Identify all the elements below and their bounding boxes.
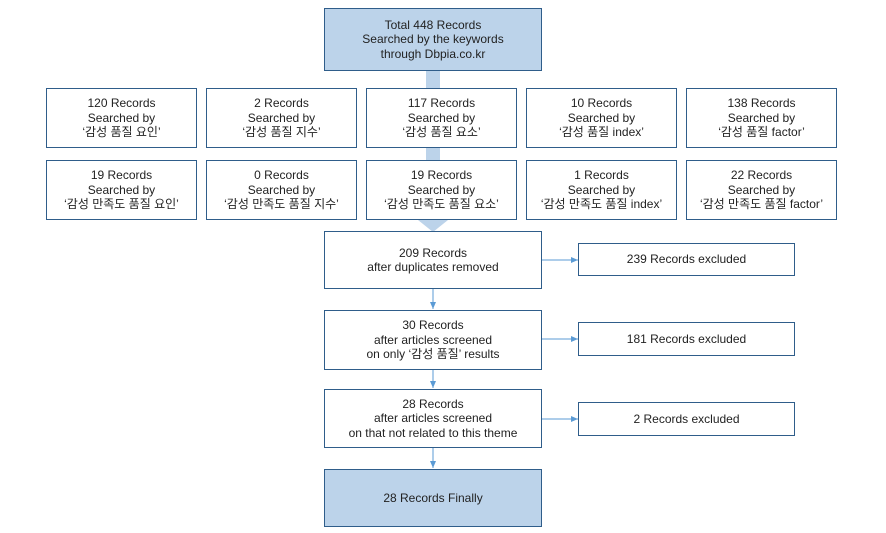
search-by-label: Searched by <box>407 182 476 197</box>
excluded-count: 2 Records excluded <box>633 411 740 426</box>
excluded-count: 181 Records excluded <box>626 331 747 346</box>
search-count: 22 Records <box>730 168 793 183</box>
search-box-row1-col2: 2 Records Searched by ‘감성 품질 지수’ <box>206 88 357 148</box>
search-box-row2-col3: 19 Records Searched by ‘감성 만족도 품질 요소’ <box>366 160 517 220</box>
search-by-label: Searched by <box>87 182 156 197</box>
search-by-label: Searched by <box>567 182 636 197</box>
step-count: 28 Records <box>402 396 464 411</box>
step-count: 30 Records <box>402 318 464 333</box>
search-count: 117 Records <box>407 96 476 111</box>
search-by-label: Searched by <box>247 182 316 197</box>
excluded-box-2: 181 Records excluded <box>578 322 795 356</box>
screened-gamseong-box: 30 Records after articles screened on on… <box>324 310 542 370</box>
search-keyword: ‘감성 품질 요인’ <box>82 125 161 140</box>
step-description: on that not related to this theme <box>348 425 518 440</box>
step-description: on only ‘감성 품질’ results <box>366 347 500 362</box>
search-box-row1-col3: 117 Records Searched by ‘감성 품질 요소’ <box>366 88 517 148</box>
search-by-label: Searched by <box>247 110 316 125</box>
step-description: after duplicates removed <box>367 260 499 274</box>
final-records-label: 28 Records Finally <box>383 490 483 505</box>
search-keyword: ‘감성 만족도 품질 지수’ <box>224 197 339 212</box>
search-count: 138 Records <box>727 96 796 111</box>
search-by-label: Searched by <box>567 110 636 125</box>
search-box-row2-col1: 19 Records Searched by ‘감성 만족도 품질 요인’ <box>46 160 197 220</box>
search-count: 0 Records <box>254 168 309 183</box>
search-count: 19 Records <box>410 168 473 183</box>
total-records-box: Total 448 Records Searched by the keywor… <box>324 8 542 71</box>
search-box-row2-col5: 22 Records Searched by ‘감성 만족도 품질 factor… <box>686 160 837 220</box>
search-count: 1 Records <box>574 168 629 183</box>
search-keyword: ‘감성 만족도 품질 factor’ <box>699 197 824 212</box>
search-box-row1-col4: 10 Records Searched by ‘감성 품질 index’ <box>526 88 677 148</box>
search-box-row1-col1: 120 Records Searched by ‘감성 품질 요인’ <box>46 88 197 148</box>
search-keyword: ‘감성 만족도 품질 요인’ <box>64 197 179 212</box>
search-box-row2-col2: 0 Records Searched by ‘감성 만족도 품질 지수’ <box>206 160 357 220</box>
search-keyword: ‘감성 만족도 품질 index’ <box>540 197 663 212</box>
search-count: 2 Records <box>254 96 309 111</box>
search-keyword: ‘감성 품질 요소’ <box>402 125 481 140</box>
duplicates-removed-box: 209 Records after duplicates removed <box>324 231 542 289</box>
search-keyword: ‘감성 품질 factor’ <box>718 125 805 140</box>
search-count: 10 Records <box>570 96 633 111</box>
search-keyword: ‘감성 품질 지수’ <box>242 125 321 140</box>
search-by-label: Searched by <box>727 182 796 197</box>
excluded-box-3: 2 Records excluded <box>578 402 795 436</box>
search-by-label: Searched by <box>727 110 796 125</box>
search-by-label: Searched by <box>407 110 476 125</box>
step-count: 209 Records <box>398 245 468 260</box>
trunk-arrow-head <box>418 220 448 232</box>
search-count: 19 Records <box>90 168 153 183</box>
search-box-row2-col4: 1 Records Searched by ‘감성 만족도 품질 index’ <box>526 160 677 220</box>
final-records-box: 28 Records Finally <box>324 469 542 527</box>
total-records-line-2: Searched by the keywords <box>362 32 504 47</box>
excluded-count: 239 Records excluded <box>626 252 747 267</box>
search-keyword: ‘감성 품질 index’ <box>559 125 644 140</box>
search-count: 120 Records <box>87 96 156 111</box>
step-description: after articles screened <box>373 411 493 426</box>
screened-theme-box: 28 Records after articles screened on th… <box>324 389 542 448</box>
search-box-row1-col5: 138 Records Searched by ‘감성 품질 factor’ <box>686 88 837 148</box>
search-by-label: Searched by <box>87 110 156 125</box>
step-description: after articles screened <box>373 332 493 347</box>
total-records-line-1: Total 448 Records <box>384 17 482 32</box>
excluded-box-1: 239 Records excluded <box>578 243 795 276</box>
total-records-line-3: through Dbpia.co.kr <box>380 46 486 61</box>
search-keyword: ‘감성 만족도 품질 요소’ <box>384 197 499 212</box>
